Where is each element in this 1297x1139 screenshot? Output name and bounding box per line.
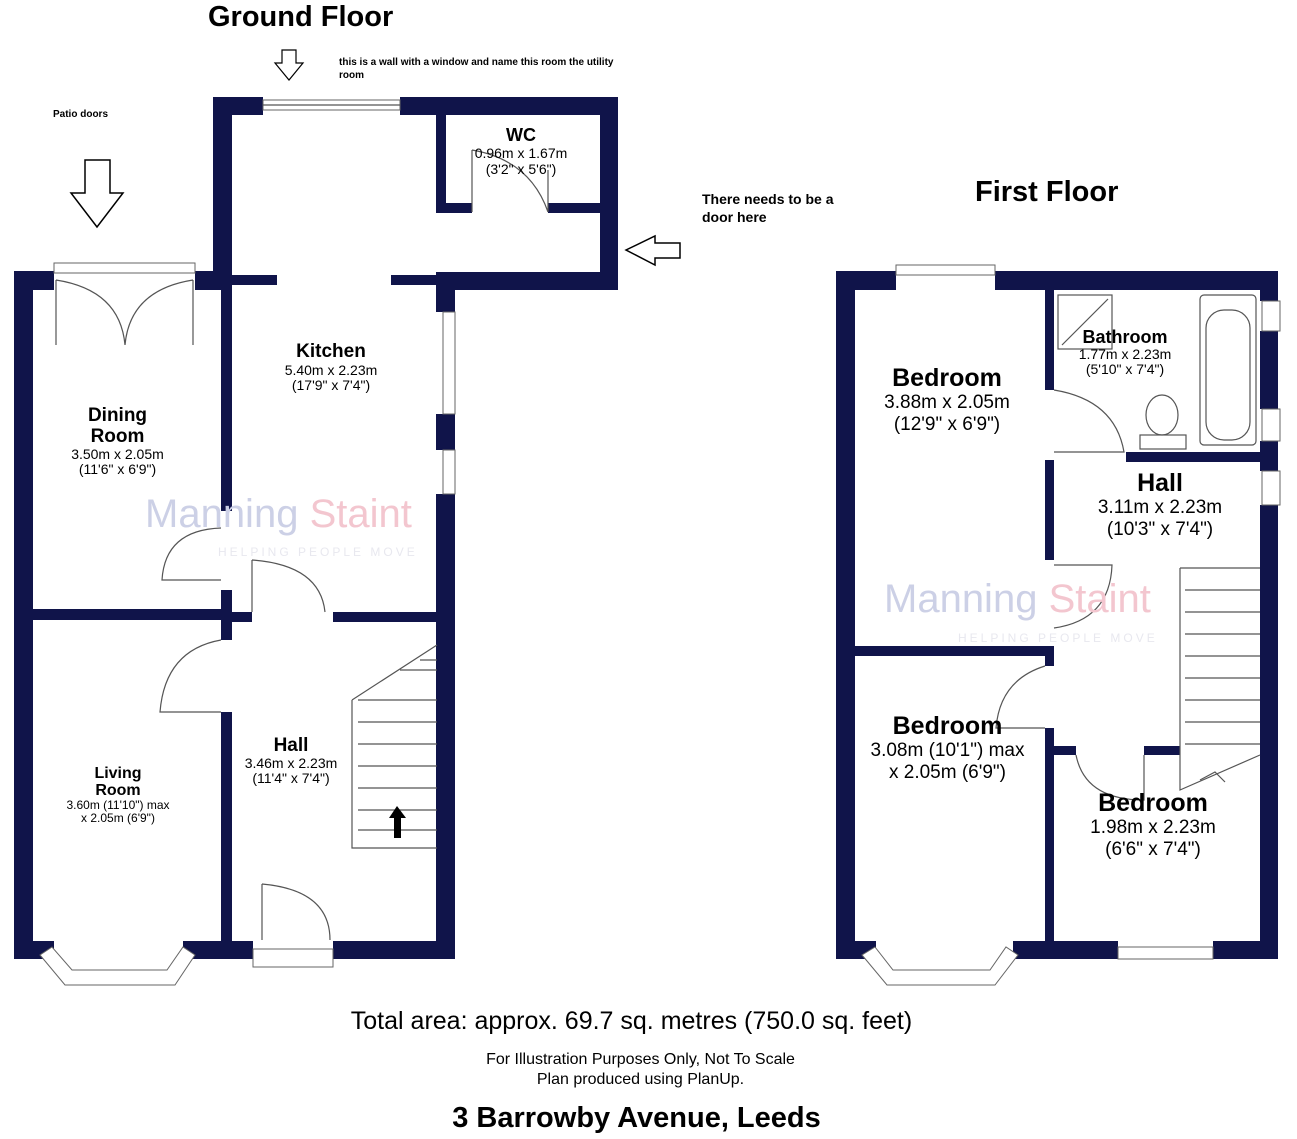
disclaimer: For Illustration Purposes Only, Not To S… [486, 1051, 795, 1068]
room-metric: 3.60m (11'10") max [66, 798, 170, 812]
ground-floor-title: Ground Floor [208, 1, 394, 33]
room-imperial: (5'10" x 7'4") [1085, 361, 1165, 377]
room-imperial: (17'9" x 7'4") [291, 377, 371, 393]
room-living: Living Room 3.60m (11'10") max x 2.05m (… [48, 765, 188, 825]
room-metric: 3.08m (10'1") max [870, 740, 1025, 761]
watermark-tagline-first: HELPING PEOPLE MOVE [958, 631, 1158, 645]
utility-note-line1: this is a wall with a window and name th… [339, 57, 614, 68]
watermark-text-1: Manning [884, 577, 1038, 621]
room-imperial: (10'3" x 7'4") [1106, 519, 1214, 540]
utility-note-line2: room [339, 70, 364, 81]
utility-note: this is a wall with a window and name th… [339, 56, 613, 82]
room-name: Hall [1137, 469, 1183, 497]
room-imperial: (3'2" x 5'6") [485, 161, 557, 177]
room-name: Hall [273, 735, 309, 756]
room-name-line1: Living [94, 765, 142, 782]
room-name: Bedroom [892, 364, 1002, 392]
first-floor-walls [836, 271, 1278, 959]
room-bedroom-3: Bedroom 1.98m x 2.23m (6'6" x 7'4") [1068, 789, 1238, 861]
room-imperial: (11'6" x 6'9") [78, 461, 157, 477]
room-metric: 3.11m x 2.23m [1097, 497, 1223, 518]
room-metric: 0.96m x 1.67m [474, 145, 568, 161]
room-imperial: (6'6" x 7'4") [1105, 839, 1201, 860]
annotation-arrows [69, 49, 681, 267]
room-wc: WC 0.96m x 1.67m (3'2" x 5'6") [466, 125, 576, 177]
room-name: Bathroom [1082, 327, 1168, 347]
room-name-line1: Dining [87, 405, 148, 426]
room-metric: 1.77m x 2.23m [1078, 346, 1172, 362]
room-metric: 3.50m x 2.05m [71, 446, 164, 462]
room-hall-ground: Hall 3.46m x 2.23m (11'4" x 7'4") [226, 735, 356, 786]
room-name: WC [506, 125, 536, 145]
room-metric: 5.40m x 2.23m [284, 362, 378, 378]
room-dining: Dining Room 3.50m x 2.05m (11'6" x 6'9") [50, 405, 185, 477]
watermark-ground: Manning Staint [145, 492, 412, 537]
room-metric: 1.98m x 2.23m [1090, 817, 1216, 838]
room-bedroom-2: Bedroom 3.08m (10'1") max x 2.05m (6'9") [850, 712, 1045, 784]
room-name: Kitchen [296, 341, 366, 362]
room-name-line2: Room [90, 426, 145, 447]
room-kitchen: Kitchen 5.40m x 2.23m (17'9" x 7'4") [261, 341, 401, 393]
produced-by: Plan produced using PlanUp. [536, 1071, 745, 1088]
door-note: There needs to be a door here [702, 190, 833, 226]
door-note-line1: There needs to be a [702, 191, 834, 207]
room-imperial: x 2.05m (6'9") [81, 811, 155, 825]
room-name: Bedroom [892, 712, 1003, 740]
room-name-line2: Room [95, 782, 141, 799]
watermark-text-2: Staint [309, 492, 412, 536]
room-hall-first: Hall 3.11m x 2.23m (10'3" x 7'4") [1075, 469, 1245, 541]
ground-floor-openings [39, 99, 549, 986]
room-bathroom: Bathroom 1.77m x 2.23m (5'10" x 7'4") [1060, 327, 1190, 377]
room-bedroom-1: Bedroom 3.88m x 2.05m (12'9" x 6'9") [862, 364, 1032, 436]
total-area: Total area: approx. 69.7 sq. metres (750… [350, 1007, 913, 1035]
door-note-line2: door here [702, 209, 767, 225]
watermark-text-1: Manning [145, 492, 299, 536]
watermark-tagline-ground: HELPING PEOPLE MOVE [218, 545, 418, 559]
room-metric: 3.46m x 2.23m [244, 755, 338, 771]
room-name: Bedroom [1098, 789, 1208, 817]
ground-floor-walls [14, 97, 618, 959]
room-imperial: x 2.05m (6'9") [888, 762, 1007, 783]
first-floor-openings [861, 264, 1281, 986]
patio-note: Patio doors [53, 109, 109, 120]
room-imperial: (12'9" x 6'9") [893, 414, 1001, 435]
watermark-first: Manning Staint [884, 577, 1151, 622]
address: 3 Barrowby Avenue, Leeds [452, 1102, 821, 1134]
watermark-text-2: Staint [1048, 577, 1151, 621]
first-floor-title: First Floor [975, 176, 1119, 208]
room-imperial: (11'4" x 7'4") [252, 770, 330, 786]
room-metric: 3.88m x 2.05m [884, 392, 1010, 413]
